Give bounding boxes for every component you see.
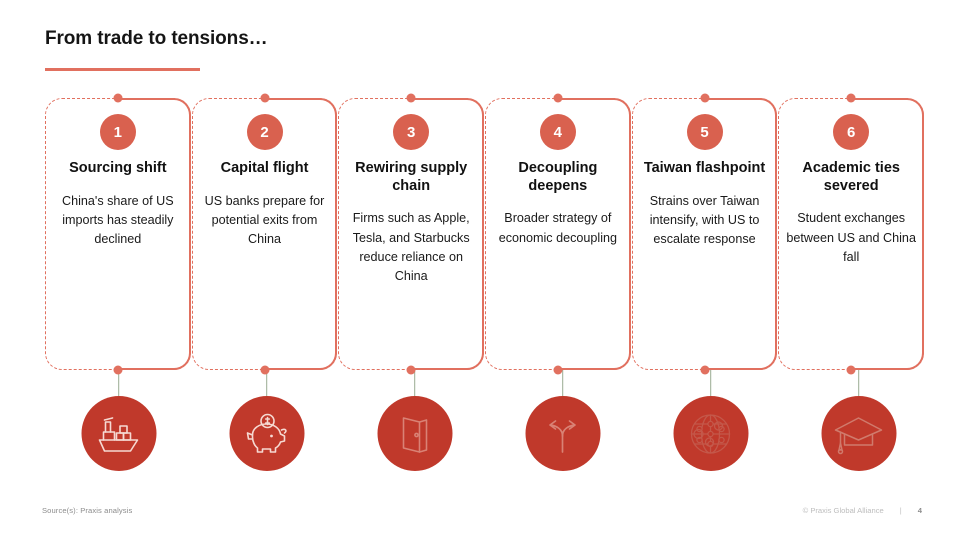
cargo-ship-icon — [81, 396, 156, 471]
footer-copyright: © Praxis Global Alliance — [802, 506, 884, 515]
card-6[interactable]: 6 Academic ties severed Student exchange… — [778, 93, 925, 375]
node-dot-bottom — [553, 365, 563, 375]
card-1[interactable]: 1 Sourcing shift China's share of US imp… — [45, 93, 191, 375]
card-number-badge: 6 — [833, 114, 870, 150]
card-number-badge: 2 — [246, 114, 283, 150]
card-body: Firms such as Apple, Tesla, and Starbuck… — [352, 211, 470, 283]
card-row: 1 Sourcing shift China's share of US imp… — [45, 93, 925, 375]
card-title: Taiwan flashpoint — [643, 160, 766, 176]
card-title: Sourcing shift — [69, 160, 167, 176]
card-body: China's share of US imports has steadily… — [62, 193, 174, 246]
connector-line — [709, 370, 712, 398]
card-number-badge: 4 — [539, 114, 576, 150]
footer-separator: | — [899, 506, 902, 515]
card-2[interactable]: 2 Capital flight US banks prepare for po… — [191, 93, 338, 375]
card-number-badge: 3 — [393, 114, 430, 150]
node-dot-top — [113, 93, 123, 103]
node-dot-top — [846, 93, 856, 103]
card-body: Broader strategy of economic decoupling — [498, 211, 618, 245]
card-body: US banks prepare for potential exits fro… — [204, 193, 325, 246]
connector-line — [413, 370, 416, 398]
card-solid-edge — [411, 98, 485, 370]
card-4[interactable]: 4 Decoupling deepens Broader strategy of… — [485, 93, 631, 375]
card-title: Academic ties severed — [802, 160, 900, 194]
node-dot-bottom — [113, 365, 123, 375]
node-dot-bottom — [406, 365, 416, 375]
footer-meta: © Praxis Global Alliance | 4 — [803, 506, 922, 515]
card-solid-edge — [851, 98, 925, 370]
card-number-badge: 1 — [99, 114, 136, 150]
page-title: From trade to tensions… — [45, 28, 268, 49]
node-dot-top — [553, 93, 563, 103]
node-dot-bottom — [846, 365, 856, 375]
card-title: Rewiring supply chain — [355, 160, 468, 194]
node-dot-top — [406, 93, 416, 103]
card-title: Capital flight — [220, 160, 309, 176]
footer-source: Source(s): Praxis analysis — [42, 506, 133, 515]
title-underline — [45, 68, 200, 71]
graduation-cap-icon — [821, 396, 896, 471]
card-title: Decoupling deepens — [518, 160, 598, 194]
node-dot-bottom — [700, 365, 710, 375]
card-3[interactable]: 3 Rewiring supply chain Firms such as Ap… — [338, 93, 485, 375]
card-solid-edge — [264, 98, 338, 370]
card-solid-edge — [704, 98, 778, 370]
node-dot-bottom — [260, 365, 269, 375]
card-number-badge: 5 — [686, 114, 723, 150]
card-body: Student exchanges between US and China f… — [786, 211, 916, 264]
card-solid-edge — [557, 98, 631, 370]
globe-network-icon — [673, 396, 748, 471]
diverging-arrows-icon — [525, 396, 600, 471]
node-dot-top — [700, 93, 710, 103]
card-body: Strains over Taiwan intensify, with US t… — [649, 193, 760, 246]
node-dot-top — [260, 93, 269, 103]
card-5[interactable]: 5 Taiwan flashpoint Strains over Taiwan … — [631, 93, 778, 375]
piggy-bank-icon — [229, 396, 304, 471]
connector-line — [857, 370, 860, 398]
open-door-icon — [377, 396, 452, 471]
card-solid-edge — [117, 98, 191, 370]
connector-line — [561, 370, 564, 398]
footer-page-number: 4 — [917, 506, 922, 515]
